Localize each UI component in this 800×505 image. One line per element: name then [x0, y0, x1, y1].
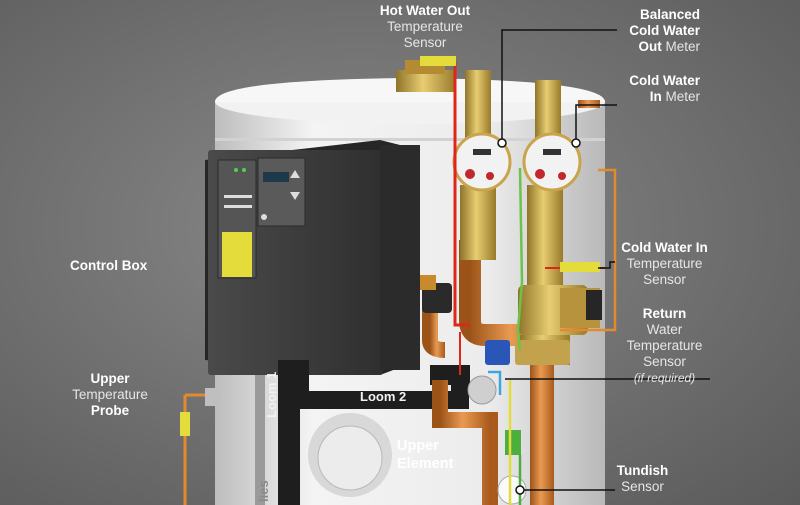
sensor-wires	[180, 56, 617, 505]
label-tundish-line2: Sensor	[621, 479, 664, 494]
label-return-line1: Return	[642, 306, 687, 321]
leader-lines	[497, 29, 710, 495]
control-box-graphic	[205, 140, 420, 375]
label-cold-temp-line2: Temperature	[626, 256, 703, 271]
label-balanced-out: Out	[638, 39, 662, 54]
label-control-box: Control Box	[70, 258, 147, 274]
label-control-box-text: Control Box	[70, 258, 148, 273]
label-probe-line1: Upper	[90, 371, 130, 386]
label-balanced-line1: Balanced	[639, 7, 700, 22]
copper-pipes	[422, 100, 600, 505]
label-balanced-line2: Cold Water	[629, 23, 700, 38]
label-cold-water-in-temp-sensor: Cold Water In Temperature Sensor	[612, 240, 717, 288]
label-balanced-cold-water: Balanced Cold Water Out Meter	[610, 7, 700, 55]
label-hot-water-out-line3: Sensor	[403, 35, 447, 50]
label-hot-water-out: Hot Water Out Temperature Sensor	[360, 3, 490, 51]
label-element-line1: Upper	[397, 438, 439, 454]
upper-element-graphic	[308, 413, 392, 497]
label-cold-temp-line1: Cold Water In	[621, 240, 708, 255]
label-upper-element: Upper Element	[397, 437, 453, 473]
label-tundish-line1: Tundish	[616, 463, 669, 478]
label-cold-meter-meter: Meter	[661, 89, 700, 104]
label-upper-temp-probe: Upper Temperature Probe	[55, 371, 165, 419]
label-return-line4: Sensor	[643, 354, 686, 369]
label-probe-line2: Temperature	[72, 387, 148, 402]
label-return-water-temp-sensor: Return Water Temperature Sensor (if requ…	[612, 306, 717, 386]
label-hot-water-out-line2: Temperature	[387, 19, 463, 34]
label-probe-line3: Probe	[90, 403, 130, 418]
label-supplies-fragment: lies	[256, 480, 271, 502]
label-tundish-sensor: Tundish Sensor	[605, 463, 680, 495]
label-cold-water-in-meter: Cold Water In Meter	[610, 73, 700, 105]
label-loom-2: Loom 2	[360, 389, 407, 404]
label-hot-water-out-line1: Hot Water Out	[379, 3, 471, 18]
loom-cables	[278, 360, 470, 505]
label-return-line2: Water	[646, 322, 683, 337]
label-return-line5: (if required)	[633, 371, 696, 385]
label-cold-meter-line1: Cold Water	[629, 73, 700, 88]
label-return-line3: Temperature	[626, 338, 703, 353]
hot-water-outlet	[396, 60, 456, 92]
label-element-line2: Element	[397, 456, 454, 472]
label-loom-1: Loom 1	[264, 371, 279, 418]
label-cold-meter-in: In	[649, 89, 662, 104]
label-cold-temp-line3: Sensor	[643, 272, 686, 287]
label-balanced-meter: Meter	[661, 39, 700, 54]
